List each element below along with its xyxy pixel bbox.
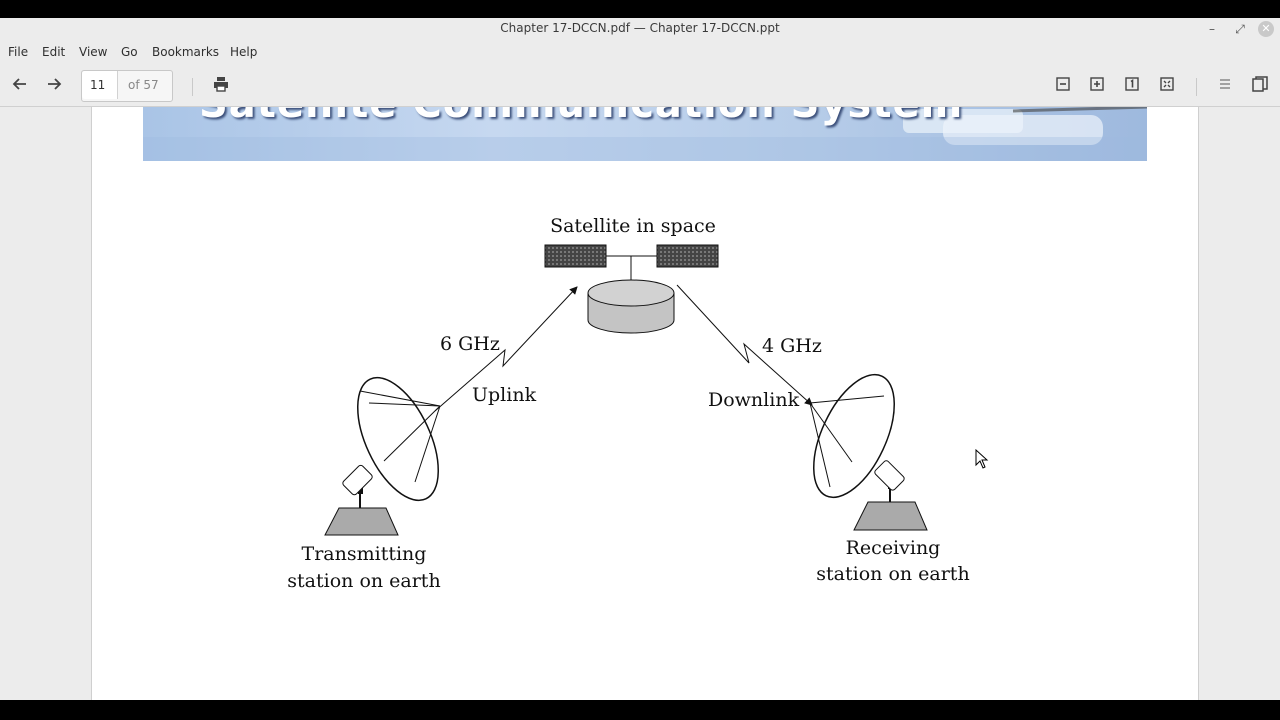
toolbar-separator xyxy=(1196,78,1197,96)
menu-bookmarks[interactable]: Bookmarks xyxy=(152,45,220,59)
banner-keyboard-image xyxy=(143,107,1147,161)
zoom-in-icon[interactable] xyxy=(1086,76,1108,96)
page-total-label: of 57 xyxy=(128,78,159,92)
title-bar: Chapter 17-DCCN.pdf — Chapter 17-DCCN.pp… xyxy=(0,18,1280,40)
downlink-label: Downlink xyxy=(708,389,800,411)
receiving-label-line2: station on earth xyxy=(816,563,969,585)
menu-file[interactable]: File xyxy=(8,45,29,59)
fit-page-icon[interactable] xyxy=(1156,76,1178,96)
menu-help[interactable]: Help xyxy=(230,45,258,59)
bottom-black-bar xyxy=(0,700,1280,720)
downlink-signal xyxy=(676,284,813,406)
slide-title: Satellite Communication System xyxy=(199,107,963,127)
satellite-label: Satellite in space xyxy=(550,215,716,237)
uplink-frequency-label: 6 GHz xyxy=(440,333,500,355)
uplink-label: Uplink xyxy=(472,384,537,406)
transmitting-dish-icon xyxy=(324,376,441,536)
close-icon[interactable]: ✕ xyxy=(1258,21,1274,37)
slide-banner: Satellite Communication System xyxy=(143,107,1147,161)
forward-arrow-icon[interactable] xyxy=(43,76,65,96)
print-icon[interactable] xyxy=(210,76,232,96)
downlink-frequency-label: 4 GHz xyxy=(762,335,822,357)
dual-page-icon[interactable] xyxy=(1249,76,1271,96)
transmitting-label-line1: Transmitting xyxy=(302,543,427,565)
page-number-field[interactable]: 11 of 57 xyxy=(81,70,173,102)
menu-go[interactable]: Go xyxy=(121,45,138,59)
continuous-view-icon[interactable] xyxy=(1214,76,1236,96)
menu-bar: File Edit View Go Bookmarks Help xyxy=(0,40,1280,66)
top-black-bar xyxy=(0,0,1280,18)
satellite-icon xyxy=(544,244,719,334)
window-title: Chapter 17-DCCN.pdf — Chapter 17-DCCN.pp… xyxy=(500,21,780,35)
toolbar: 11 of 57 xyxy=(0,66,1280,107)
uplink-signal xyxy=(434,286,578,412)
receiving-label-line1: Receiving xyxy=(846,537,941,559)
receiving-dish-icon xyxy=(809,373,928,531)
transmitting-label-line2: station on earth xyxy=(287,570,440,592)
mouse-cursor-icon xyxy=(975,449,989,469)
document-viewer[interactable]: Satellite Communication System xyxy=(0,107,1280,700)
back-arrow-icon[interactable] xyxy=(9,76,31,96)
pdf-page: Satellite Communication System xyxy=(91,107,1199,700)
zoom-out-icon[interactable] xyxy=(1052,76,1074,96)
menu-view[interactable]: View xyxy=(79,45,108,59)
current-page-input[interactable]: 11 xyxy=(82,71,118,99)
actual-size-icon[interactable] xyxy=(1121,76,1143,96)
satellite-diagram: Satellite in space 6 GHz Uplink 4 GHz Do… xyxy=(287,215,969,592)
menu-edit[interactable]: Edit xyxy=(42,45,66,59)
restore-icon[interactable]: ⤢ xyxy=(1235,22,1245,36)
toolbar-separator xyxy=(192,78,193,96)
minimize-icon[interactable]: – xyxy=(1209,22,1215,36)
